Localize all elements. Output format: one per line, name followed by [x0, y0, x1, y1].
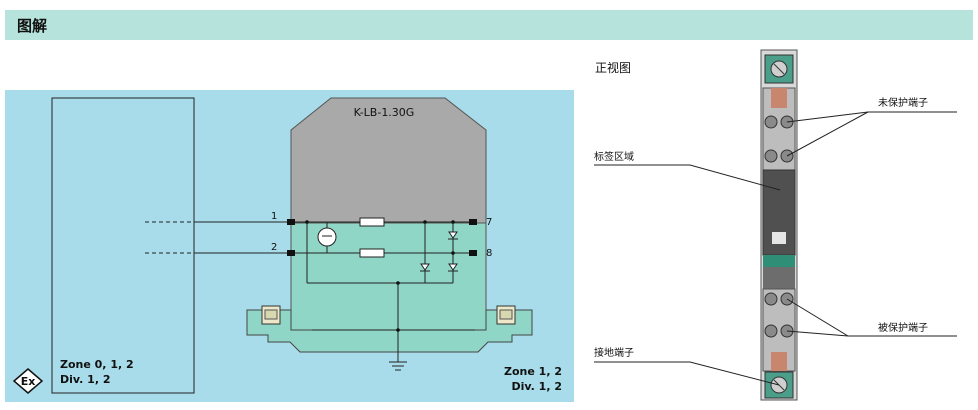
terminal-7 [469, 219, 477, 225]
logo-mark [772, 232, 786, 244]
protected-screw [764, 292, 778, 306]
schematic: K-LB-1.30G 1 2 7 8 [5, 90, 574, 402]
label-protected-terminal: 被保护端子 [878, 321, 928, 334]
zone-right-line-1: Zone 1, 2 [504, 365, 562, 378]
label-label-area: 标签区域 [594, 150, 634, 163]
label-unprotected-terminal: 未保护端子 [878, 96, 928, 109]
junction [396, 281, 400, 285]
protected-screw [764, 324, 778, 338]
schematic-background [5, 90, 574, 402]
zone-right-line-2: Div. 1, 2 [512, 380, 563, 393]
terminal-label-8: 8 [486, 248, 492, 259]
pink-bar [771, 88, 787, 108]
junction [396, 328, 400, 332]
ex-mark-text: Ex [21, 375, 36, 388]
middle-body [763, 267, 795, 289]
zone-box [51, 97, 195, 394]
section-header: 图解 [5, 10, 973, 40]
diode-3 [448, 263, 458, 271]
junction [305, 220, 309, 224]
unprotected-screw [764, 149, 778, 163]
terminal-label-2: 2 [271, 242, 277, 253]
label-ground-terminal: 接地端子 [594, 346, 634, 359]
zone-left-line-2: Div. 1, 2 [60, 373, 111, 386]
teal-strip [763, 255, 795, 267]
resistor-2 [359, 248, 385, 258]
diode-1 [420, 263, 430, 271]
section-title: 图解 [17, 17, 48, 35]
terminal-8 [469, 250, 477, 256]
surge-arrester [317, 227, 337, 247]
diode-2 [448, 231, 458, 239]
rail-clip-right-inner [499, 309, 513, 320]
junction [451, 220, 455, 224]
zone-left-line-1: Zone 0, 1, 2 [60, 358, 134, 371]
junction [423, 220, 427, 224]
callout-lines [594, 111, 957, 386]
rail-clip-left-inner [264, 309, 278, 320]
terminal-1 [287, 219, 295, 225]
terminal-label-7: 7 [486, 217, 492, 228]
front-view: 正视图 [594, 49, 957, 401]
terminal-2 [287, 250, 295, 256]
device-name: K-LB-1.30G [354, 106, 415, 119]
junction [451, 251, 455, 255]
earth-symbol [389, 352, 407, 371]
front-view-title: 正视图 [595, 60, 631, 75]
unprotected-screw [764, 115, 778, 129]
pink-bar [771, 352, 787, 371]
resistor-1 [359, 217, 385, 227]
ex-mark: Ex [12, 368, 44, 394]
terminal-label-1: 1 [271, 211, 277, 222]
